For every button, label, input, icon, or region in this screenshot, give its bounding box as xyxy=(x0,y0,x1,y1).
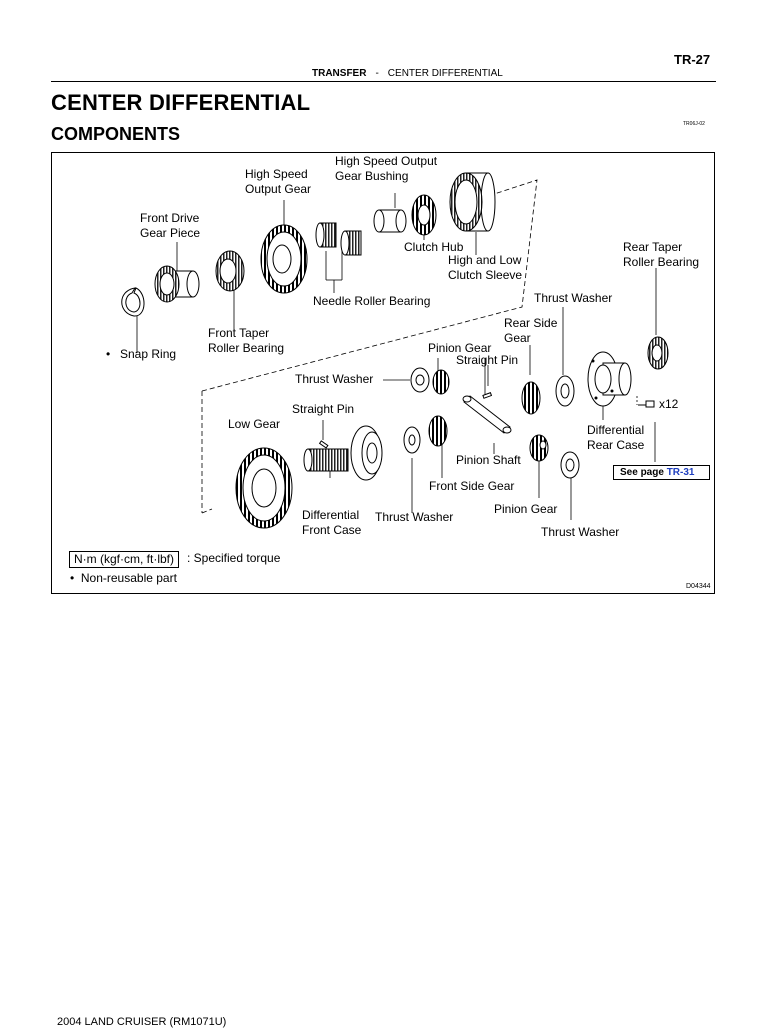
page-number: TR-27 xyxy=(674,52,711,67)
header-section: TRANSFER xyxy=(312,68,367,79)
high-speed-output-gear-bushing-part xyxy=(373,209,407,233)
label-pinion-gear-upper: Pinion Gear xyxy=(428,341,492,355)
non-reusable-legend: • Non-reusable part xyxy=(70,571,177,586)
high-low-clutch-sleeve-part xyxy=(449,172,496,232)
straight-pin-parts xyxy=(318,392,493,449)
label-rear-taper-roller-bearing: Rear Taper Roller Bearing xyxy=(623,240,700,269)
differential-rear-case-part xyxy=(587,351,632,407)
pinion-and-side-gear-parts xyxy=(428,369,549,462)
see-page-prefix: See page xyxy=(620,467,664,478)
document-code: TR06J-02 xyxy=(683,121,705,127)
label-pinion-gear-lower: Pinion Gear xyxy=(494,502,558,516)
label-thrust-washer-left: Thrust Washer xyxy=(295,372,374,386)
components-diagram: High Speed Output Gear Bushing High Spee… xyxy=(51,152,715,594)
header-separator: - xyxy=(375,68,379,79)
label-thrust-washer-top: Thrust Washer xyxy=(534,291,613,305)
differential-front-case-part xyxy=(303,425,383,481)
label-high-low-clutch-sleeve: High and Low Clutch Sleeve xyxy=(448,253,523,282)
see-page-reference: See page TR-31 xyxy=(613,465,710,480)
header-rule xyxy=(51,81,716,82)
see-page-link[interactable]: TR-31 xyxy=(666,467,695,478)
label-low-gear: Low Gear xyxy=(228,417,281,431)
label-thrust-washer-bottom: Thrust Washer xyxy=(541,525,620,539)
needle-roller-bearing-parts xyxy=(315,222,362,256)
torque-unit-legend: N·m (kgf·cm, ft·lbf) xyxy=(69,551,179,568)
thrust-washer-parts xyxy=(403,367,580,479)
label-front-drive-gear-piece: Front Drive Gear Piece xyxy=(140,211,201,240)
bolt-part xyxy=(638,400,655,408)
label-thrust-washer-middle: Thrust Washer xyxy=(375,510,454,524)
leader-lines xyxy=(136,193,657,520)
label-front-taper-roller-bearing: Front Taper Roller Bearing xyxy=(208,326,285,355)
label-high-speed-output-gear-bushing: High Speed Output Gear Bushing xyxy=(335,154,438,183)
label-front-side-gear: Front Side Gear xyxy=(429,479,515,493)
non-reusable-text: Non-reusable part xyxy=(80,571,177,585)
label-needle-roller-bearing: Needle Roller Bearing xyxy=(313,294,431,308)
label-snap-ring: Snap Ring xyxy=(120,347,177,361)
exploded-view-illustration xyxy=(121,172,669,529)
non-reusable-bullet: • xyxy=(70,571,75,585)
high-speed-output-gear-part xyxy=(260,224,308,294)
front-drive-gear-piece-part xyxy=(154,265,200,303)
label-straight-pin-lower: Straight Pin xyxy=(292,402,355,416)
page-footer: 2004 LAND CRUISER (RM1071U) xyxy=(57,1016,227,1028)
label-pinion-shaft: Pinion Shaft xyxy=(456,453,521,467)
rear-taper-roller-bearing-part xyxy=(647,336,669,370)
torque-legend-description: : Specified torque xyxy=(187,551,281,565)
label-differential-front-case: Differential Front Case xyxy=(302,508,362,537)
label-rear-side-gear: Rear Side Gear xyxy=(504,316,558,345)
figure-code: D04344 xyxy=(686,583,711,590)
clutch-hub-part xyxy=(411,194,437,236)
snap-ring-part xyxy=(121,287,145,317)
running-header: TRANSFER-CENTER DIFFERENTIAL xyxy=(312,68,503,79)
label-high-speed-output-gear: High Speed Output Gear xyxy=(245,167,312,196)
assembly-outline xyxy=(201,179,538,514)
pinion-shaft-part xyxy=(462,395,512,434)
header-subsection: CENTER DIFFERENTIAL xyxy=(387,68,503,79)
label-straight-pin-upper: Straight Pin xyxy=(456,353,519,367)
label-bolt-count: x12 xyxy=(659,397,679,411)
page-title: CENTER DIFFERENTIAL xyxy=(51,90,311,115)
low-gear-part xyxy=(235,447,293,529)
label-differential-rear-case: Differential Rear Case xyxy=(587,423,645,452)
label-clutch-hub: Clutch Hub xyxy=(404,240,464,254)
section-title: COMPONENTS xyxy=(51,124,181,144)
front-taper-roller-bearing-part xyxy=(215,250,245,292)
snap-ring-non-reusable-marker: • xyxy=(106,347,111,361)
